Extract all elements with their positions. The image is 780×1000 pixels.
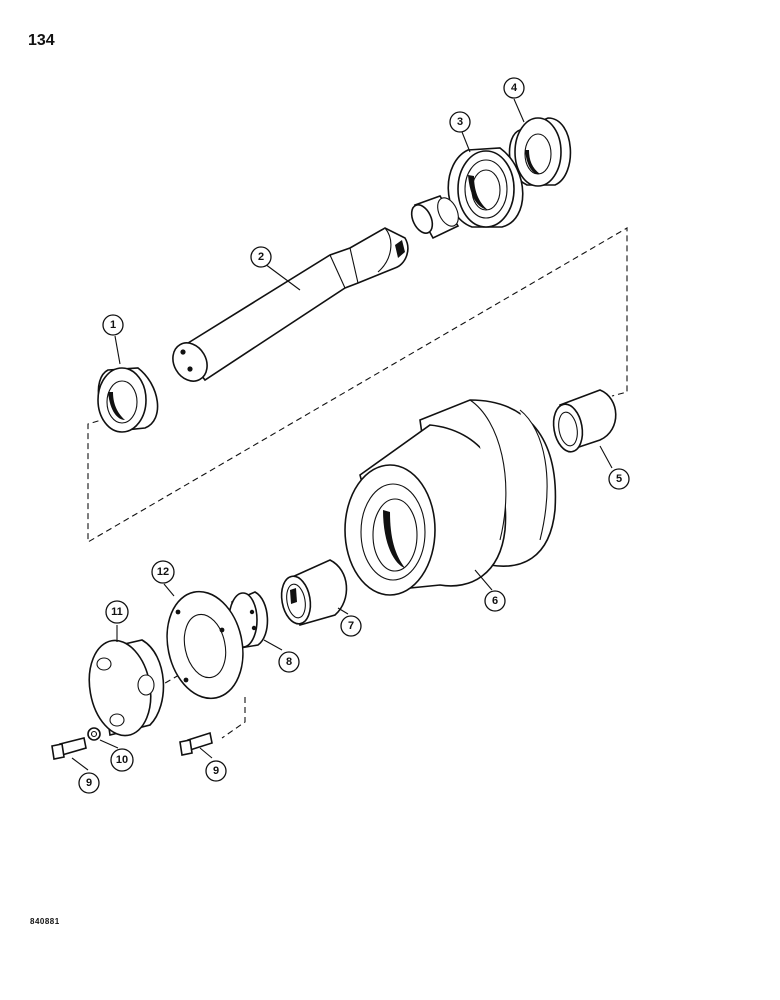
part-9-bolt-right[interactable]	[179, 731, 213, 756]
part-10-washer[interactable]	[87, 727, 101, 741]
callout-1: 1	[102, 314, 124, 336]
part-5-bushing[interactable]	[550, 389, 617, 454]
callout-8: 8	[278, 651, 300, 673]
callout-7: 7	[340, 615, 362, 637]
callout-3: 3	[449, 111, 471, 133]
part-7-bushing[interactable]	[278, 559, 348, 627]
svg-text:10: 10	[116, 754, 128, 766]
part-4-collar[interactable]	[508, 117, 572, 187]
svg-text:3: 3	[457, 116, 463, 128]
svg-text:9: 9	[213, 765, 219, 777]
svg-text:12: 12	[157, 566, 169, 578]
callout-2: 2	[250, 246, 272, 268]
svg-text:11: 11	[111, 606, 123, 618]
page-number: 134	[28, 32, 55, 49]
svg-text:6: 6	[492, 595, 498, 607]
inner-bushing[interactable]	[408, 195, 463, 240]
callout-9a: 9	[78, 772, 100, 794]
callout-5: 5	[608, 468, 630, 490]
svg-text:2: 2	[258, 251, 264, 263]
part-12-gasket[interactable]	[158, 584, 253, 705]
callout-12: 12	[151, 560, 175, 584]
part-9-bolt-left[interactable]	[51, 737, 87, 760]
callout-4: 4	[503, 77, 525, 99]
svg-text:1: 1	[110, 319, 116, 331]
callout-11: 11	[105, 600, 129, 624]
illustration-reference-code: 840881	[30, 917, 60, 926]
part-11-end-cap[interactable]	[82, 636, 165, 741]
part-3-seal[interactable]	[447, 147, 524, 228]
leader-lines	[71, 98, 613, 771]
svg-text:5: 5	[616, 473, 622, 485]
part-6-roller[interactable]	[344, 399, 557, 596]
svg-text:9: 9	[86, 777, 92, 789]
callout-6: 6	[484, 590, 506, 612]
callout-10: 10	[110, 748, 134, 772]
part-2-shaft[interactable]	[166, 227, 409, 387]
svg-text:7: 7	[348, 620, 354, 632]
part-1-seal-ring[interactable]	[97, 367, 159, 433]
svg-text:4: 4	[511, 82, 518, 94]
callout-9b: 9	[205, 760, 227, 782]
svg-text:8: 8	[286, 656, 292, 668]
